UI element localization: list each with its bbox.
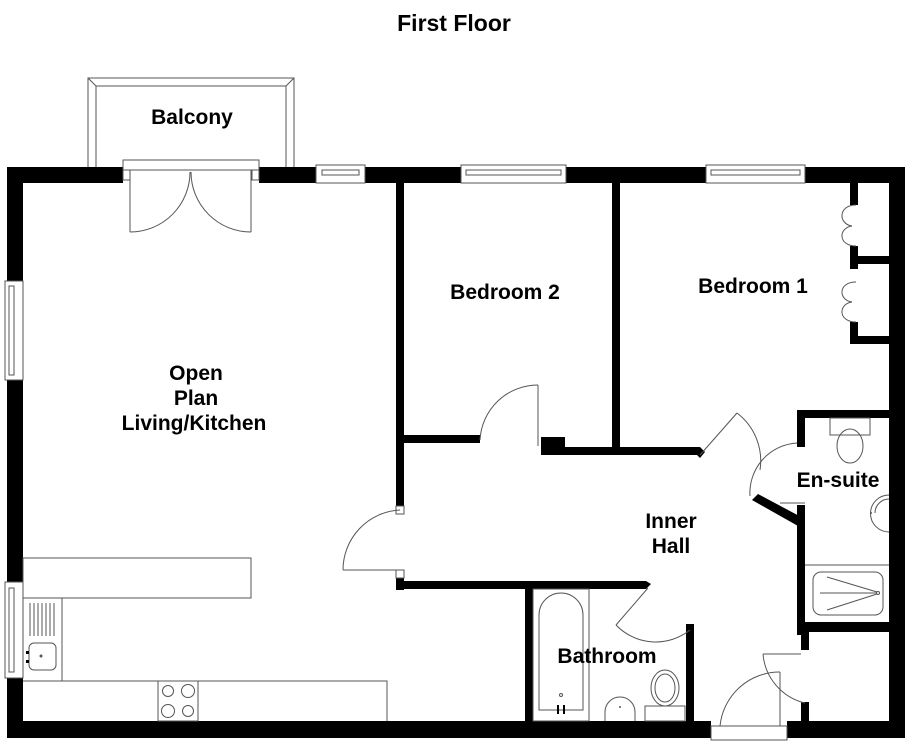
room-label-bedroom2: Bedroom 2 xyxy=(450,281,560,304)
kitchen-units xyxy=(22,557,388,722)
room-label-living-2: Plan xyxy=(174,387,218,410)
room-label-bathroom: Bathroom xyxy=(557,645,656,668)
wardrobe-doors xyxy=(841,204,857,323)
interior-walls xyxy=(395,183,889,722)
exterior-walls xyxy=(7,167,905,738)
room-label-ensuite: En-suite xyxy=(797,469,880,492)
room-label-hall-2: Hall xyxy=(652,535,691,558)
room-label-hall-1: Inner xyxy=(645,510,696,533)
ensuite-fixtures xyxy=(805,417,890,616)
room-label-bedroom1: Bedroom 1 xyxy=(698,275,808,298)
room-label-balcony: Balcony xyxy=(151,106,233,129)
room-label-living-3: Living/Kitchen xyxy=(122,412,267,435)
bathroom-fixtures xyxy=(532,588,686,722)
floor-title: First Floor xyxy=(397,10,511,36)
windows xyxy=(4,164,806,679)
balcony xyxy=(87,77,295,169)
french-doors xyxy=(122,159,260,233)
room-label-living-1: Open xyxy=(169,362,223,385)
door-swings xyxy=(342,384,806,741)
